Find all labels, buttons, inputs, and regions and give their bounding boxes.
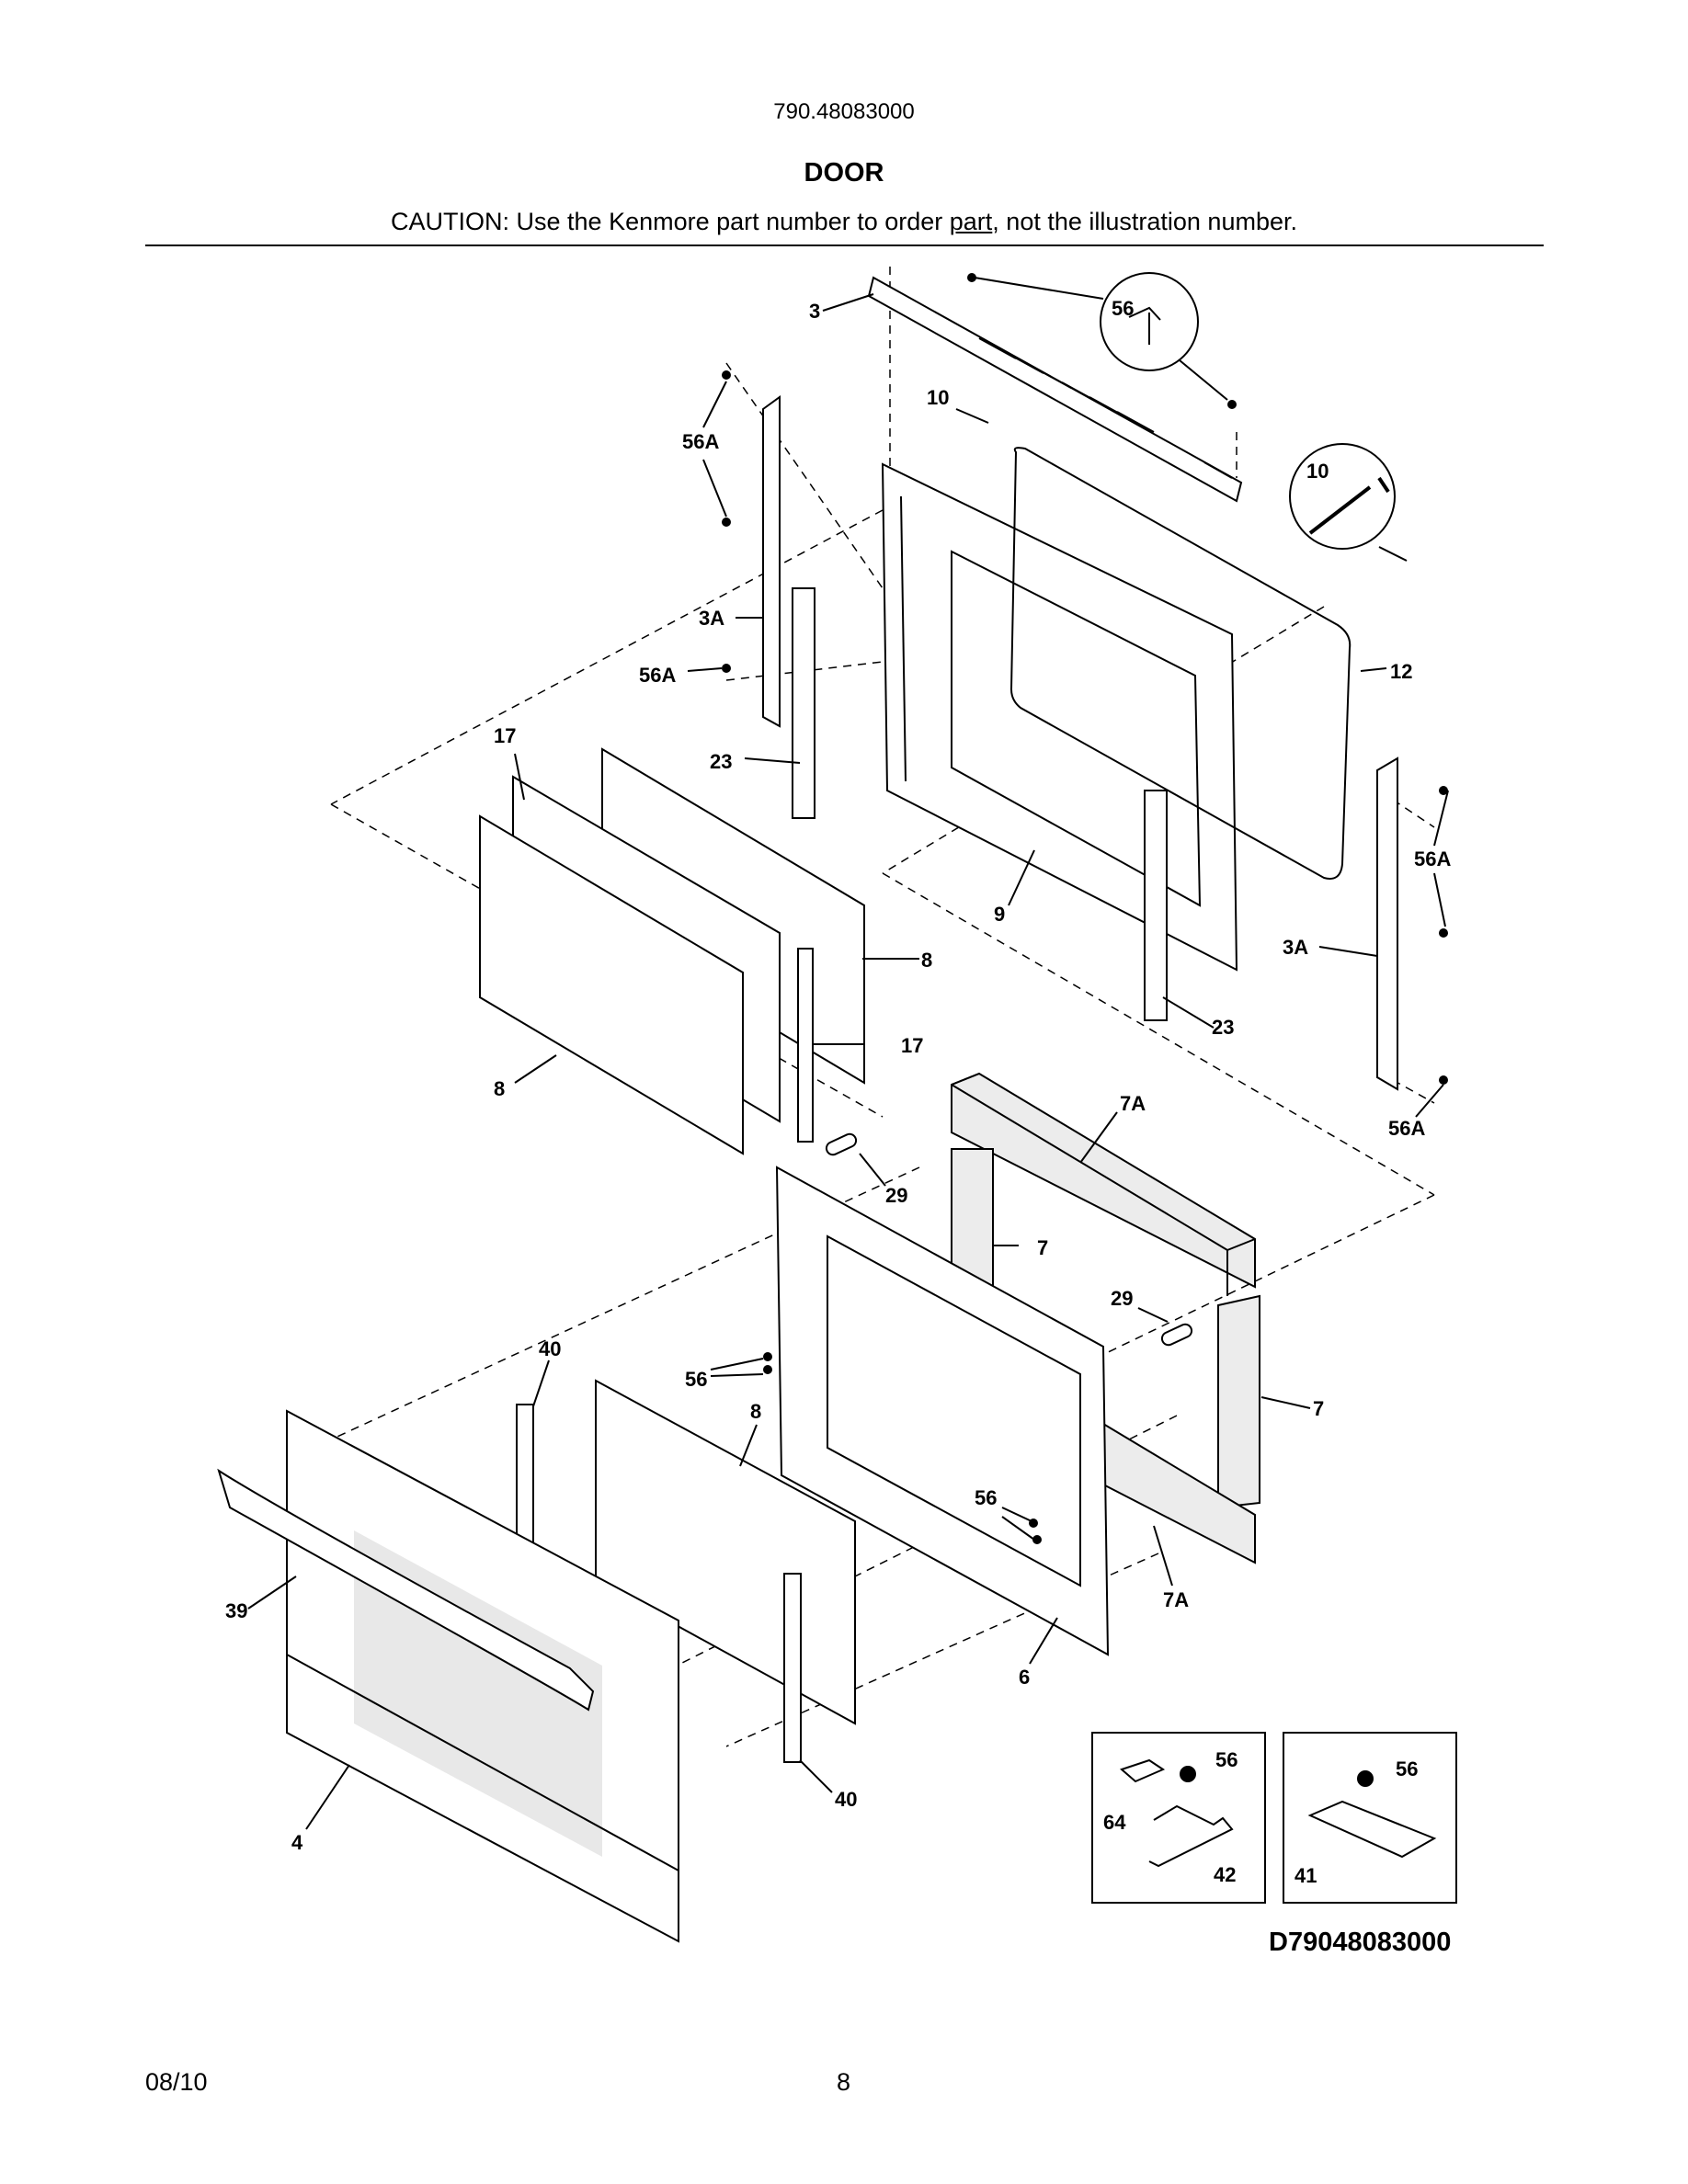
callout-23-right: 23 bbox=[1212, 1016, 1234, 1039]
part-8-glass-front bbox=[479, 814, 744, 1155]
callout-leader-lines bbox=[247, 293, 1449, 1830]
callout-10: 10 bbox=[927, 386, 949, 409]
callout-17-bottom: 17 bbox=[901, 1034, 923, 1057]
callout-8-left: 8 bbox=[494, 1077, 505, 1100]
part-39-handle bbox=[217, 1468, 595, 1712]
callout-56A: 56A bbox=[682, 430, 719, 453]
callout-3: 3 bbox=[809, 300, 820, 323]
part-3-top-trim bbox=[867, 276, 1243, 503]
callout-7A-bottom: 7A bbox=[1163, 1588, 1189, 1611]
callout-56A-bottom: 56A bbox=[1388, 1117, 1425, 1140]
inset-bracket-42-drawing bbox=[1120, 1758, 1234, 1868]
footer-date: 08/10 bbox=[145, 2068, 208, 2096]
diagram-code: D79048083000 bbox=[1269, 1928, 1451, 1957]
inset-bracket-41-drawing bbox=[1307, 1770, 1437, 1859]
zoom-circle-10 bbox=[1289, 443, 1396, 550]
callout-8-lower: 8 bbox=[750, 1400, 761, 1423]
callout-17-top: 17 bbox=[494, 724, 516, 747]
part-3A-right-trim bbox=[1376, 756, 1398, 1091]
caution-note: CAUTION: Use the Kenmore part number to … bbox=[0, 208, 1688, 236]
callout-23-left: 23 bbox=[710, 750, 732, 773]
header-divider bbox=[145, 245, 1544, 246]
callout-7-right: 7 bbox=[1313, 1397, 1324, 1420]
callout-29-left: 29 bbox=[885, 1184, 907, 1207]
callout-12: 12 bbox=[1390, 660, 1412, 683]
part-3A-left-trim bbox=[762, 395, 781, 728]
callout-56A-right: 56A bbox=[1414, 847, 1451, 870]
callout-6: 6 bbox=[1019, 1666, 1030, 1689]
part-7A-insulation-top bbox=[951, 1072, 1256, 1296]
callout-8-right: 8 bbox=[921, 949, 932, 972]
inset-box-bracket-42 bbox=[1091, 1732, 1266, 1904]
zoom-bolt-icon bbox=[1308, 476, 1390, 535]
callout-56-zoom: 56 bbox=[1112, 297, 1134, 320]
callout-40-bottom: 40 bbox=[835, 1788, 857, 1811]
callout-39: 39 bbox=[225, 1599, 247, 1622]
inset-callout-41: 41 bbox=[1295, 1864, 1317, 1887]
callout-40-top: 40 bbox=[539, 1337, 561, 1360]
caution-part-link: part bbox=[949, 208, 993, 235]
callout-29-right: 29 bbox=[1111, 1287, 1133, 1310]
part-12-gasket bbox=[1009, 447, 1352, 880]
callout-56A-left: 56A bbox=[639, 664, 676, 687]
part-17-spacer bbox=[797, 948, 814, 1143]
callout-9: 9 bbox=[994, 903, 1005, 926]
part-29-pin-left bbox=[825, 1132, 858, 1156]
screw-markers bbox=[722, 273, 1448, 1544]
inset-callout-42: 42 bbox=[1214, 1863, 1236, 1886]
zoom-screw-icon bbox=[1128, 306, 1161, 345]
callout-3A-right: 3A bbox=[1283, 936, 1308, 959]
inset-box-bracket-41 bbox=[1283, 1732, 1457, 1904]
callout-56-mid: 56 bbox=[685, 1368, 707, 1391]
inset-callout-56-b: 56 bbox=[1396, 1757, 1418, 1780]
part-40-bracket-bottom bbox=[783, 1573, 802, 1763]
part-29-pin-right bbox=[1160, 1323, 1193, 1347]
callout-10-zoom: 10 bbox=[1306, 460, 1329, 483]
part-7-insulation-right bbox=[1217, 1294, 1260, 1509]
page-title: DOOR bbox=[804, 158, 884, 188]
caution-text-end: , not the illustration number. bbox=[992, 208, 1297, 235]
part-9-door-frame bbox=[881, 462, 1238, 972]
callout-labels: 3 56 10 10 56A 3A 56A 12 17 23 9 56A 3A … bbox=[225, 297, 1451, 1957]
caution-text: CAUTION: Use the Kenmore part number to … bbox=[391, 208, 950, 235]
part-23-hinge-right bbox=[1144, 790, 1168, 1021]
inset-callout-64: 64 bbox=[1103, 1811, 1126, 1834]
callout-56-lower: 56 bbox=[975, 1486, 997, 1509]
part-40-bracket-top bbox=[516, 1404, 534, 1548]
callout-3A-left: 3A bbox=[699, 607, 724, 630]
page-number: 8 bbox=[837, 2068, 851, 2096]
callout-4: 4 bbox=[291, 1831, 303, 1854]
inset-callout-56: 56 bbox=[1215, 1748, 1237, 1771]
part-23-hinge-left bbox=[792, 587, 815, 819]
callout-7A-top: 7A bbox=[1120, 1092, 1146, 1115]
model-number: 790.48083000 bbox=[773, 99, 915, 124]
callout-7-left: 7 bbox=[1037, 1236, 1048, 1259]
